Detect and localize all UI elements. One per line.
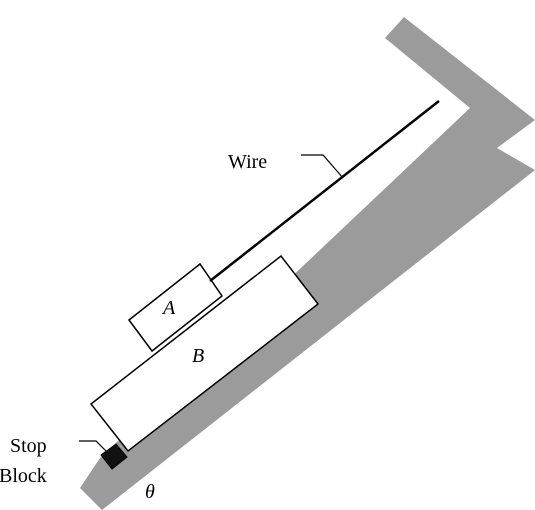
stop-block-leader-line [79,440,108,453]
wire-label: Wire [228,151,267,173]
block-a [127,262,224,353]
stop-block [100,443,128,470]
block-b [89,254,320,453]
block-a-label: A [161,297,176,319]
block-b-label: B [192,345,204,367]
wire-leader-line [301,154,344,179]
angle-label: θ [145,481,155,503]
stop-label-line1: Stop [10,435,47,457]
wire [209,100,440,282]
stop-label-line2: Block [0,465,47,487]
